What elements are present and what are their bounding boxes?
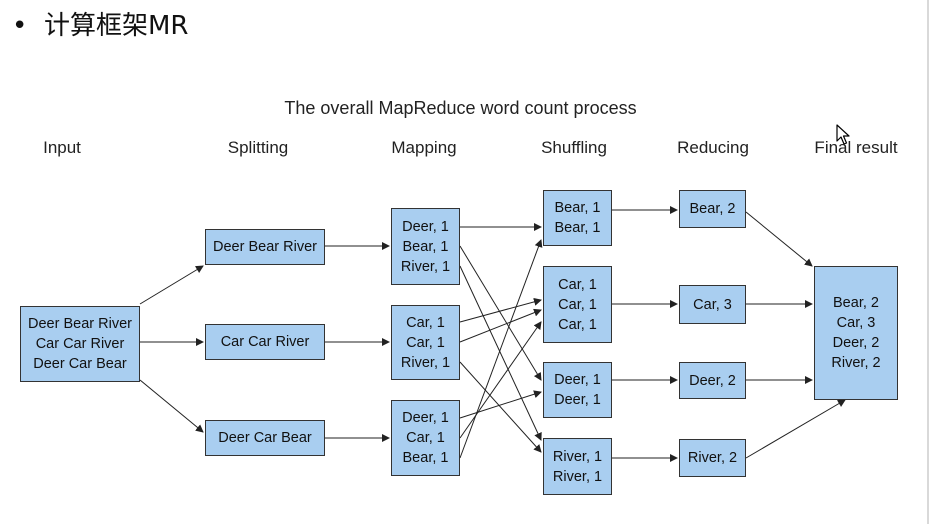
shuffle-pair: Bear, 1 (554, 200, 601, 216)
bullet-point: • (12, 11, 28, 41)
arrow-map1-deer (459, 245, 542, 381)
shuffle-box-deer: Deer, 1 Deer, 1 (543, 362, 612, 418)
map-pair: River, 1 (400, 354, 451, 371)
shuffle-box-bear: Bear, 1 Bear, 1 (543, 190, 612, 246)
map-pair: Car, 1 (406, 314, 445, 331)
reduce-pair: Bear, 2 (689, 201, 736, 217)
split-box-2: Car Car River (205, 324, 325, 360)
map-pair: Bear, 1 (402, 450, 449, 466)
arrow-map3-car (459, 321, 542, 439)
reduce-pair: Deer, 2 (689, 372, 736, 389)
arrow-map2-car-a (459, 297, 542, 323)
arrow-reduce-final-bear (745, 211, 813, 267)
shuffle-pair: Car, 1 (558, 276, 597, 293)
map-pair: Deer, 1 (402, 218, 449, 235)
arrow-map3-bear (459, 239, 543, 459)
mouse-cursor-icon (836, 124, 850, 145)
reduce-pair: Car, 3 (693, 296, 732, 313)
map-box-1: Deer, 1 Bear, 1 River, 1 (391, 208, 460, 285)
arrow-input-split-3 (139, 379, 204, 433)
final-pair: Bear, 2 (833, 295, 879, 311)
map-pair: Deer, 1 (402, 410, 449, 426)
shuffle-pair: River, 1 (552, 468, 603, 485)
slide-title-text: 计算框架MR (44, 11, 189, 41)
arrow-map1-river (459, 265, 542, 441)
stage-label-final: Final result (814, 138, 898, 157)
shuffle-pair: Car, 1 (558, 316, 597, 333)
final-result-box: Bear, 2 Car, 3 Deer, 2 River, 2 (814, 266, 898, 400)
split-text: Deer Bear River (213, 239, 317, 255)
split-text: Car Car River (220, 334, 310, 350)
final-pair: Car, 3 (836, 315, 876, 331)
stage-label-splitting: Splitting (227, 138, 289, 157)
shuffle-pair: Deer, 1 (554, 372, 601, 388)
reduce-box-bear: Bear, 2 (679, 190, 746, 228)
map-box-3: Deer, 1 Car, 1 Bear, 1 (391, 400, 460, 476)
window-edge (927, 0, 929, 524)
diagram-title: The overall MapReduce word count process (284, 98, 637, 118)
reduce-pair: River, 2 (687, 450, 738, 466)
slide-title: • 计算框架MR (12, 6, 189, 46)
map-pair: River, 1 (400, 258, 451, 275)
input-line: Deer Car Bear (33, 356, 127, 372)
map-pair: Bear, 1 (402, 238, 449, 255)
stage-label-shuffling: Shuffling (541, 138, 607, 157)
input-line: Deer Bear River (28, 316, 132, 332)
map-pair: Car, 1 (406, 430, 445, 446)
final-pair: Deer, 2 (832, 335, 880, 351)
reduce-box-deer: Deer, 2 (679, 362, 746, 399)
reduce-box-river: River, 2 (679, 439, 746, 477)
stage-label-mapping: Mapping (391, 138, 457, 157)
shuffle-pair: Bear, 1 (554, 220, 601, 236)
shuffle-box-river: River, 1 River, 1 (543, 438, 612, 495)
input-line: Car Car River (35, 336, 125, 352)
shuffle-pair: River, 1 (552, 448, 603, 465)
arrow-map2-car-b (459, 308, 542, 343)
map-box-2: Car, 1 Car, 1 River, 1 (391, 305, 460, 380)
split-box-3: Deer Car Bear (205, 420, 325, 456)
stage-label-reducing: Reducing (677, 138, 749, 157)
shuffle-pair: Car, 1 (558, 296, 597, 313)
split-text: Deer Car Bear (218, 430, 312, 446)
arrow-input-split-1 (139, 265, 204, 305)
final-pair: River, 2 (831, 355, 881, 371)
map-pair: Car, 1 (406, 334, 445, 351)
arrow-map3-deer (459, 390, 542, 419)
arrow-map2-river (459, 361, 542, 453)
reduce-box-car: Car, 3 (679, 285, 746, 324)
input-box: Deer Bear River Car Car River Deer Car B… (20, 306, 140, 382)
shuffle-box-car: Car, 1 Car, 1 Car, 1 (543, 266, 612, 343)
stage-label-input: Input (43, 138, 81, 157)
arrow-reduce-final-river (745, 399, 846, 459)
split-box-1: Deer Bear River (205, 229, 325, 265)
shuffle-pair: Deer, 1 (554, 392, 601, 408)
